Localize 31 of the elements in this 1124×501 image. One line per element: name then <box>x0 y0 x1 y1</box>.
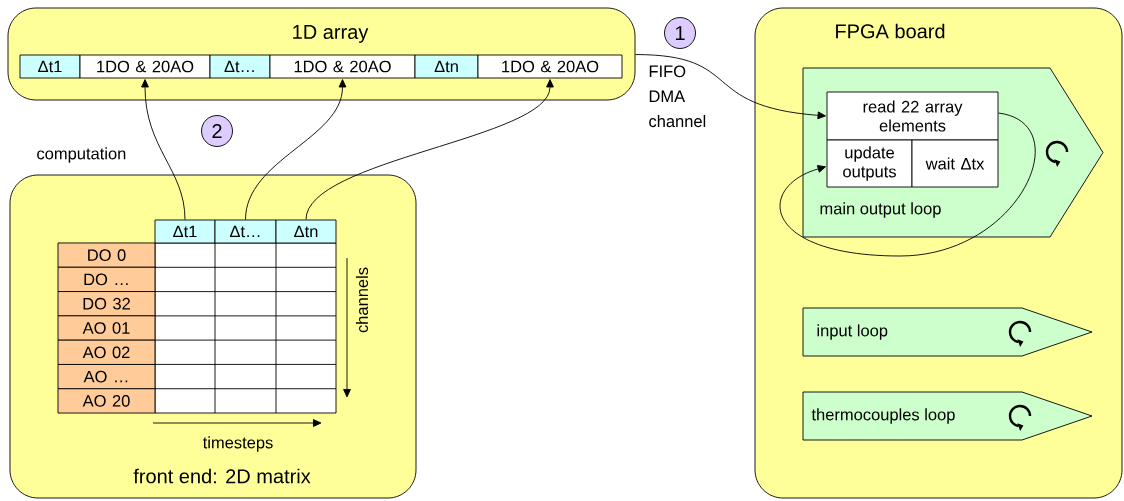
note: computation <box>37 147 126 163</box>
arrow <box>779 112 1036 257</box>
table-cell: update outputs <box>826 139 913 188</box>
arrow <box>245 79 347 220</box>
table-cell: Δt1 <box>19 54 81 79</box>
table-cell: DO 0 <box>57 242 156 268</box>
table-cell: DO 32 <box>57 291 156 317</box>
table-cell: 1DO & 20AO <box>269 54 416 79</box>
table-cell: AO 01 <box>57 315 156 341</box>
arrow <box>305 79 554 220</box>
note: timesteps <box>202 436 273 452</box>
table-cell: wait Δtx <box>911 139 999 188</box>
table-cell: AO … <box>57 364 156 390</box>
note: channels <box>355 267 369 333</box>
table-cell: AO 20 <box>57 388 156 414</box>
table-cell: 1DO & 20AO <box>477 54 623 79</box>
arrow <box>141 79 186 220</box>
table-cell: Δt… <box>214 219 277 244</box>
table-cell: 1DO & 20AO <box>79 54 211 79</box>
note: FIFO DMA channel <box>649 65 706 128</box>
loop-block: input loop <box>802 307 1093 357</box>
table-cell: Δt1 <box>154 219 216 244</box>
table-cell: AO 02 <box>57 339 156 365</box>
step-number: 2 <box>201 115 233 147</box>
table-cell: Δtn <box>414 54 479 79</box>
step-number: 1 <box>664 17 696 49</box>
loop-block: thermocouples loop <box>802 391 1093 441</box>
table-cell: DO … <box>57 266 156 292</box>
table-cell: Δtn <box>275 219 337 244</box>
arrow <box>635 54 826 120</box>
table-cell: Δt… <box>209 54 271 79</box>
